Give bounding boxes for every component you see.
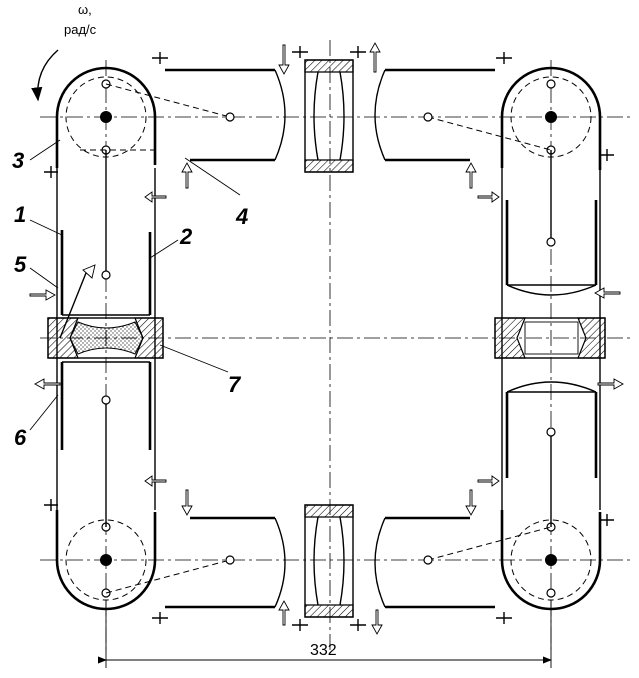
callout-2: 2 (179, 224, 193, 249)
callout-5: 5 (14, 252, 27, 277)
callout-7: 7 (228, 372, 242, 397)
top-tube-assembly (165, 59, 495, 173)
callout-4: 4 (235, 204, 248, 229)
bottom-tube-assembly (165, 504, 495, 618)
callout-6: 6 (14, 425, 27, 450)
callout-3: 3 (12, 148, 24, 173)
corner-bottom-left (55, 395, 235, 611)
right-tube-assembly (494, 168, 606, 510)
flow-arrows (29, 42, 624, 635)
corner-bottom-right (423, 427, 602, 611)
dimension-value: 332 (310, 642, 337, 659)
corner-top-left (55, 66, 235, 280)
angular-speed-symbol: ω, (78, 2, 92, 17)
flange-marks (44, 46, 614, 631)
angular-speed-units: рад/с (64, 22, 97, 37)
corner-top-right (423, 66, 602, 247)
dimension-line: 332 (97, 600, 552, 668)
center-lines (40, 40, 630, 650)
rotation-arrow: ω, рад/с (31, 2, 97, 102)
left-tube-assembly (47, 168, 164, 510)
callout-1: 1 (14, 202, 26, 227)
callout-leaders (29, 139, 241, 431)
